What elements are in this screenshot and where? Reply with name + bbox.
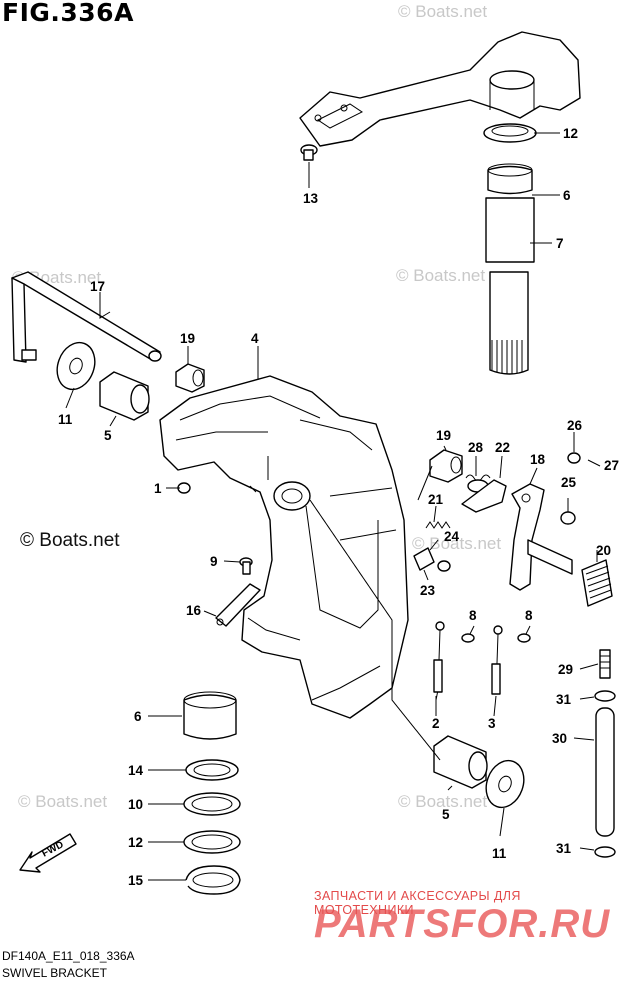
ground-lead-2 [433, 621, 445, 701]
callout-13: 13 [303, 191, 319, 206]
callout-17: 17 [90, 279, 105, 294]
bush-6-lower [183, 691, 237, 740]
pin-27 [587, 459, 601, 467]
callout-18: 18 [530, 452, 546, 467]
clip-23 [413, 547, 435, 571]
steering-shaft-7 [485, 197, 535, 375]
watermark-boats: © Boats.net [396, 266, 486, 285]
callout-6: 6 [134, 709, 142, 724]
callout-20: 20 [596, 543, 611, 558]
ground-lead-3 [491, 625, 503, 695]
callout-6: 6 [563, 188, 571, 203]
clamp-31-upper [594, 690, 616, 702]
watermark-boats: © Boats.net [398, 2, 488, 21]
washer-11-left [56, 341, 96, 391]
callout-14: 14 [128, 763, 144, 778]
lever-16 [215, 583, 261, 627]
callout-1: 1 [154, 481, 162, 496]
callout-12: 12 [563, 126, 578, 141]
bush-19-left [175, 363, 205, 393]
callout-10: 10 [128, 797, 143, 812]
callout-22: 22 [495, 440, 510, 455]
bolt-29 [599, 649, 611, 679]
tilt-lever-18 [509, 483, 545, 591]
fwd-arrow: FWD [19, 833, 77, 873]
bush-19-right [429, 449, 463, 483]
callout-11: 11 [492, 846, 507, 861]
tilt-pin-17 [11, 271, 162, 363]
callout-27: 27 [604, 458, 619, 473]
washer-26 [567, 452, 581, 464]
figure-subtitle: SWIVEL BRACKET [2, 966, 107, 980]
hose-30 [595, 707, 615, 837]
clip-24 [437, 560, 451, 572]
bush-5-left [99, 371, 150, 421]
callout-28: 28 [468, 440, 484, 455]
callout-4: 4 [251, 331, 259, 346]
callout-26: 26 [567, 418, 583, 433]
grip-20 [527, 539, 613, 607]
callouts: 12 13 6 7 17 19 4 11 5 1 19 28 22 18 26 … [58, 126, 619, 888]
figure-title: FIG.336A [2, 0, 134, 27]
callout-2: 2 [432, 716, 440, 731]
callout-29: 29 [558, 662, 573, 677]
leader-lines [65, 132, 599, 881]
callout-3: 3 [488, 716, 496, 731]
watermark-boats: © Boats.net [398, 792, 488, 811]
bolt-9 [239, 557, 253, 575]
washer-10 [183, 792, 241, 816]
watermark-ru-tagline: ЗАПЧАСТИ И АКСЕССУАРЫ ДЛЯ МОТОТЕХНИКИ [314, 889, 521, 917]
spring-21 [425, 521, 451, 529]
callout-15: 15 [128, 873, 144, 888]
callout-23: 23 [420, 583, 436, 598]
bush-5-right [433, 735, 488, 789]
figure-code: DF140A_E11_018_336A [2, 949, 135, 963]
watermark-boats: © Boats.net [18, 792, 108, 811]
callout-24: 24 [444, 529, 460, 544]
callout-25: 25 [561, 475, 577, 490]
bush-6-upper [487, 163, 533, 195]
washer-14 [185, 759, 239, 781]
callout-16: 16 [186, 603, 202, 618]
callout-7: 7 [556, 236, 564, 251]
bolt-13 [300, 144, 318, 161]
callout-12: 12 [128, 835, 143, 850]
callout-19: 19 [436, 428, 451, 443]
circlip-15 [185, 865, 241, 895]
callout-8: 8 [469, 608, 477, 623]
callout-11: 11 [58, 412, 73, 427]
bush-12-lower [183, 830, 241, 854]
steering-bracket [299, 31, 581, 147]
bracket-22 [461, 479, 507, 513]
nut-25 [560, 511, 576, 525]
watermark-ru-brand: PARTSFOR.RU [314, 902, 611, 946]
bolt-8-b [517, 633, 531, 643]
callout-8: 8 [525, 608, 533, 623]
bush-12-top [483, 123, 537, 143]
swivel-bracket-4 [159, 375, 409, 719]
callout-5: 5 [442, 807, 450, 822]
callout-9: 9 [210, 554, 218, 569]
callout-21: 21 [428, 492, 444, 507]
watermark-boats: © Boats.net [412, 534, 502, 553]
callout-31: 31 [556, 692, 572, 707]
callout-19: 19 [180, 331, 195, 346]
callout-5: 5 [104, 428, 112, 443]
clamp-31-lower [594, 846, 616, 858]
callout-31: 31 [556, 841, 572, 856]
callout-30: 30 [552, 731, 567, 746]
bolt-8-a [461, 633, 475, 643]
washer-11-right [485, 759, 525, 809]
watermark-boats-dark: © Boats.net [20, 530, 120, 551]
